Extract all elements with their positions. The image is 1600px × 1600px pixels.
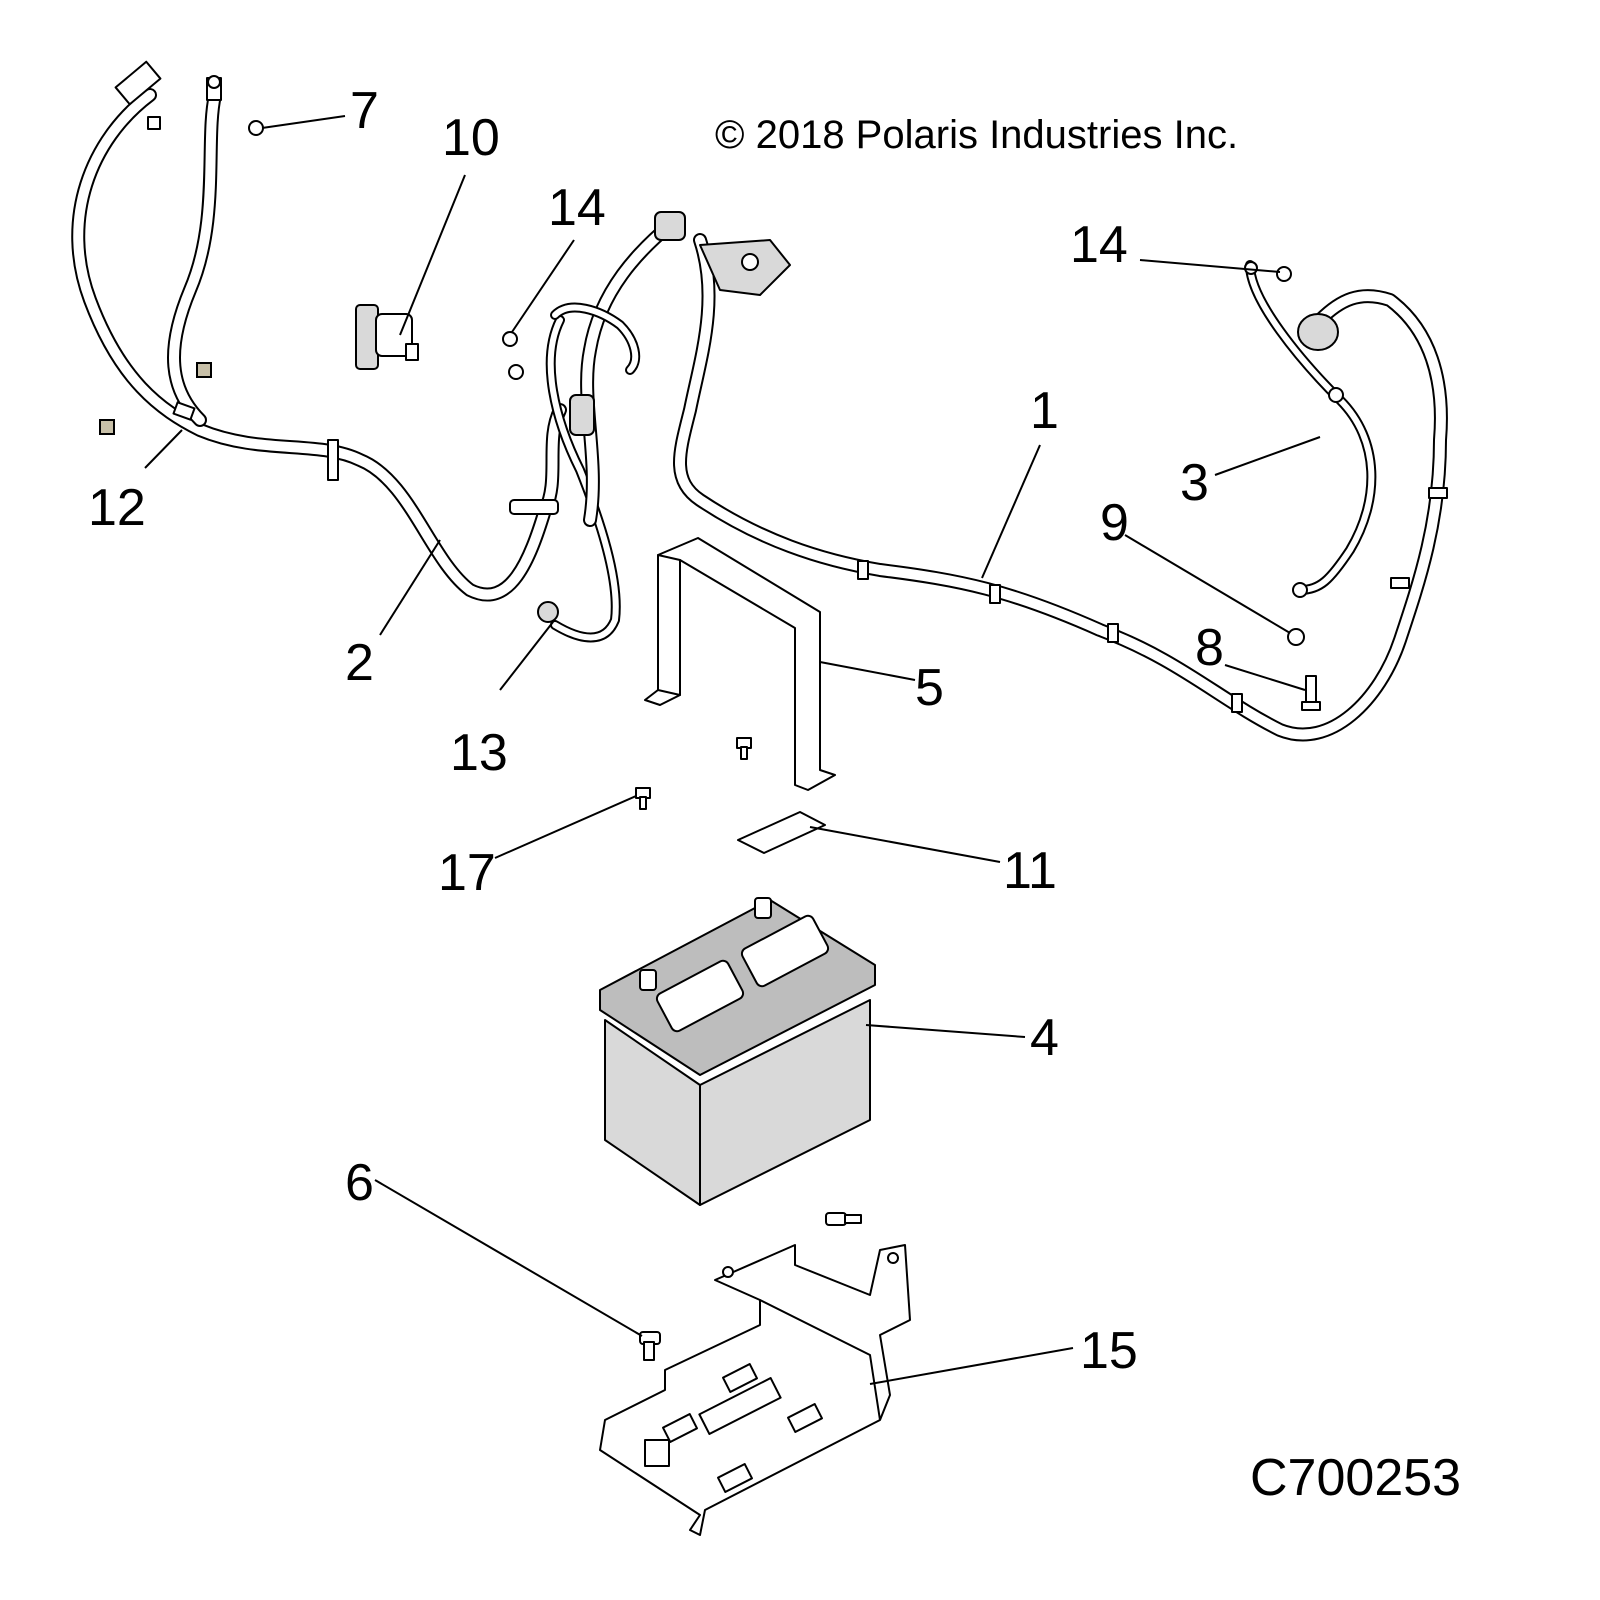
- callout-17: 17: [438, 844, 496, 902]
- cable-harness-1: [550, 211, 1448, 742]
- callout-10: 10: [442, 109, 500, 167]
- callout-3: 3: [1180, 454, 1209, 512]
- callout-2: 2: [345, 634, 374, 692]
- callout-7: 7: [350, 82, 379, 140]
- nut-near-cable: [147, 116, 161, 130]
- nut-12b: [99, 419, 115, 435]
- bolt-17: [635, 787, 651, 810]
- nut-14a-2: [508, 364, 524, 380]
- cable-harness-2: [71, 60, 621, 643]
- callout-8: 8: [1195, 619, 1224, 677]
- copyright-text: © 2018 Polaris Industries Inc.: [715, 113, 1238, 157]
- nut-14b: [1276, 266, 1292, 282]
- callout-5: 5: [915, 659, 944, 717]
- solenoid-10: [355, 304, 419, 370]
- nut-12a: [196, 362, 212, 378]
- callout-14-left: 14: [548, 179, 606, 237]
- pad-11: [737, 811, 826, 854]
- callout-12: 12: [88, 479, 146, 537]
- callout-9: 9: [1100, 494, 1129, 552]
- bolt-tray-top: [825, 1212, 862, 1226]
- leader-lines: [144, 115, 1321, 1385]
- cable-3: [1244, 260, 1377, 598]
- callout-14-right: 14: [1070, 216, 1128, 274]
- battery-4: [599, 897, 876, 1206]
- diagram-code: C700253: [1250, 1449, 1461, 1507]
- callout-6: 6: [345, 1154, 374, 1212]
- callout-4: 4: [1030, 1009, 1059, 1067]
- callout-15: 15: [1080, 1322, 1138, 1380]
- bolt-6: [639, 1331, 661, 1361]
- bolt-near-bracket: [736, 737, 752, 760]
- callout-13: 13: [450, 724, 508, 782]
- callout-11: 11: [1003, 842, 1057, 900]
- bolt-8: [1301, 675, 1321, 711]
- nut-7: [248, 120, 264, 136]
- battery-tray-15: [599, 1244, 911, 1536]
- callout-labels: 7 10 14 14 1 3 9 8 5 2 13 12 17 11 4 6 1…: [88, 82, 1224, 1380]
- nut-9: [1287, 628, 1305, 646]
- nut-9b: [1328, 387, 1344, 403]
- hold-down-bracket-5: [644, 537, 836, 791]
- callout-1: 1: [1030, 382, 1059, 440]
- nut-14a: [502, 331, 518, 347]
